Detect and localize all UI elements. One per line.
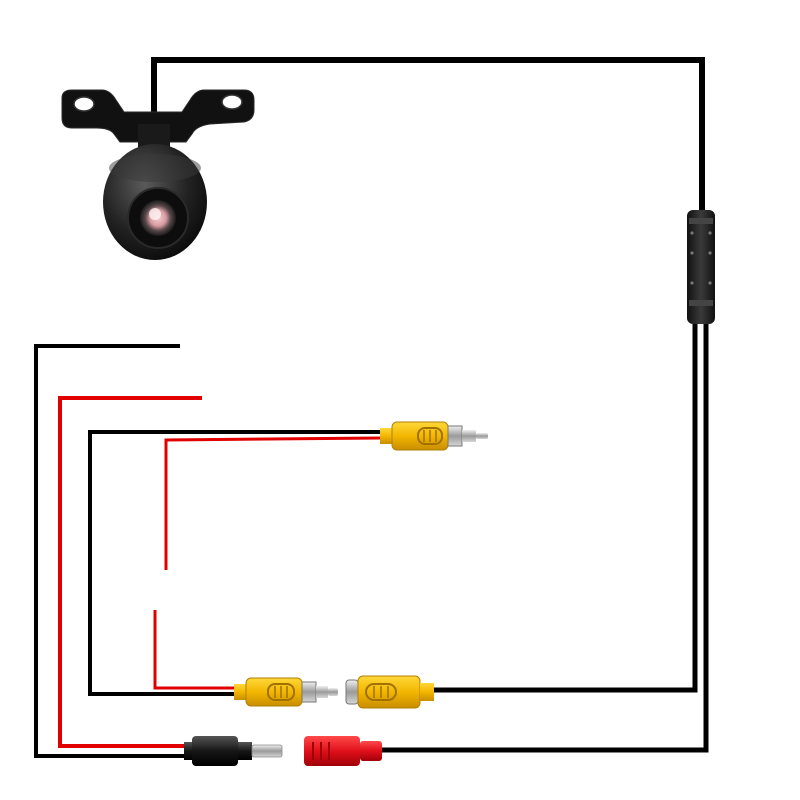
extension-cables <box>382 324 709 753</box>
dc-power-plug <box>184 736 283 766</box>
rca-video-plug-bottom <box>234 677 338 707</box>
trigger-cable-top <box>88 430 383 696</box>
camera <box>61 89 255 260</box>
camera-cable <box>151 57 705 212</box>
rca-video-plug-top <box>380 421 488 451</box>
ground-cable-black <box>34 344 188 758</box>
waterproof-connector <box>687 210 715 324</box>
trigger-cable-bottom-red <box>153 610 236 690</box>
rca-video-jack <box>345 675 434 709</box>
dc-power-jack <box>304 736 382 766</box>
power-cable-red <box>58 396 202 748</box>
